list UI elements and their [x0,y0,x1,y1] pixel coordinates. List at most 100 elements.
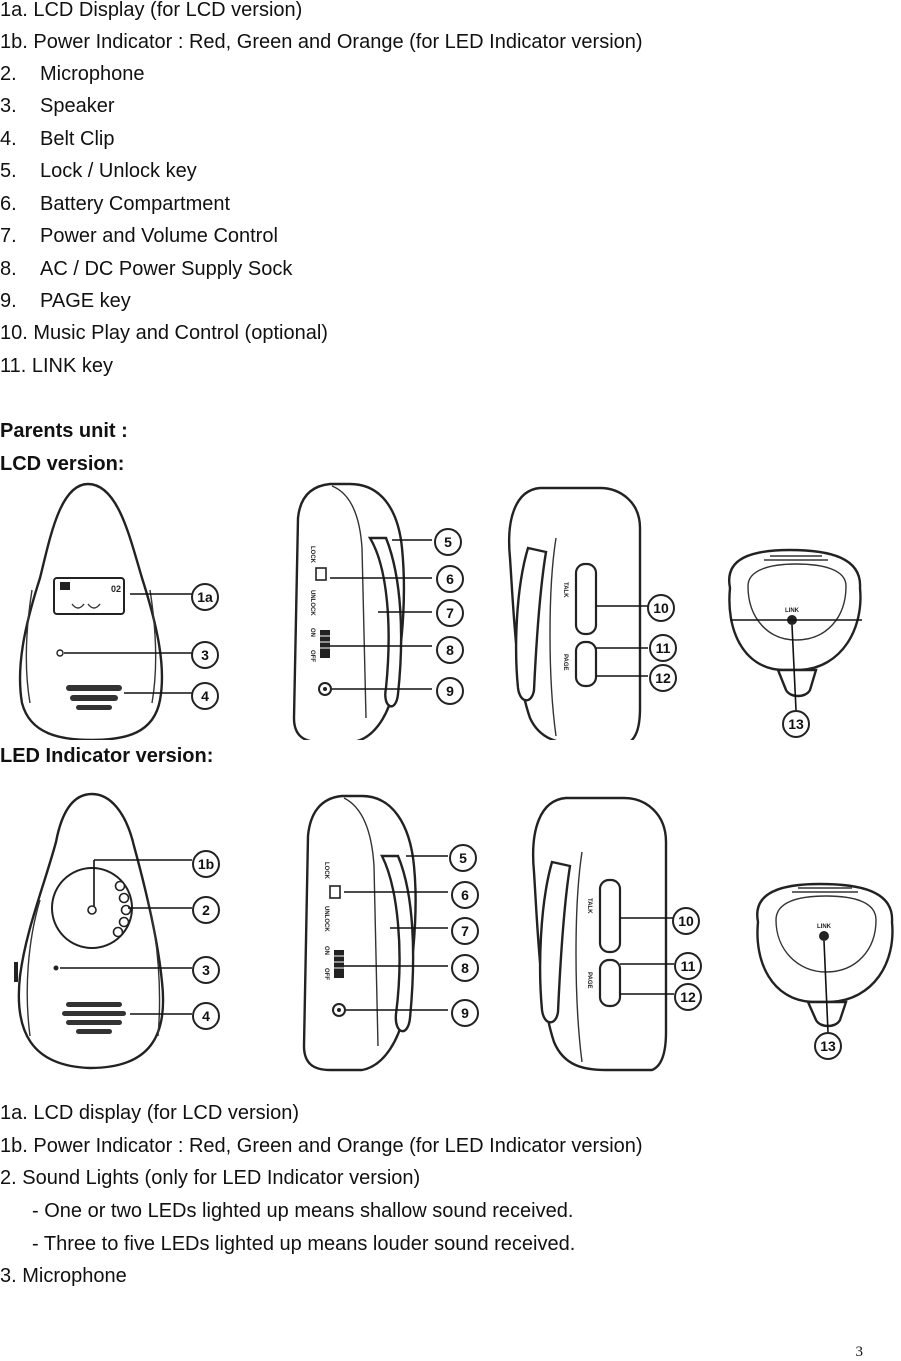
callout-8: 8 [451,954,479,982]
callout-1a: 1a [191,583,219,611]
callout-4: 4 [192,1002,220,1030]
svg-text:8: 8 [461,960,469,976]
svg-text:12: 12 [655,670,671,686]
lcd-top-view: LINK [728,548,862,698]
list-item: 4.Belt Clip [0,128,115,150]
list-item: 3.Speaker [0,95,115,117]
svg-text:ON: ON [323,946,329,955]
svg-text:LINK: LINK [785,608,800,614]
list-item: 1b. Power Indicator : Red, Green and Ora… [0,1135,643,1157]
page-key [598,958,622,1008]
list-item: 1a. LCD Display (for LCD version) [0,0,303,21]
svg-text:7: 7 [461,923,469,939]
list-item: 11. LINK key [0,355,114,377]
svg-text:TALK: TALK [562,582,568,598]
callout-5: 5 [449,844,477,872]
svg-text:OFF: OFF [323,968,329,980]
lcd-signal-icon [60,582,70,590]
callout-10: 10 [647,594,675,622]
list-item: 7.Power and Volume Control [0,225,278,247]
lcd-version-figure: 02 1a 3 4 LOCK UNLOCK ON OFF 5 6 [0,478,901,740]
svg-text:10: 10 [653,600,669,616]
callout-6: 6 [451,881,479,909]
svg-text:3: 3 [201,647,209,663]
callout-9: 9 [451,999,479,1027]
svg-text:13: 13 [820,1038,836,1054]
list-item: 1b. Power Indicator : Red, Green and Ora… [0,31,643,53]
callout-4: 4 [191,682,219,710]
callout-7: 7 [436,599,464,627]
led-version-figure: 1b 2 3 4 LOCK UNLOCK ON OFF 5 6 7 8 9 T [0,790,901,1076]
callout-8: 8 [436,636,464,664]
svg-text:LINK: LINK [817,924,832,930]
svg-text:12: 12 [680,989,696,1005]
svg-text:TALK: TALK [586,898,592,914]
svg-text:13: 13 [788,716,804,732]
svg-text:10: 10 [678,913,694,929]
talk-key [574,562,598,636]
lcd-side-view-right: TALK PAGE [508,486,642,740]
svg-text:6: 6 [461,887,469,903]
svg-text:ON: ON [309,628,315,637]
callout-9: 9 [436,677,464,705]
list-item: 2. Sound Lights (only for LED Indicator … [0,1167,421,1189]
speaker-grille [62,1002,126,1034]
page-number: 3 [855,1344,864,1360]
svg-text:6: 6 [446,571,454,587]
svg-text:LOCK: LOCK [309,546,315,564]
list-item: 1a. LCD display (for LCD version) [0,1102,299,1124]
svg-text:5: 5 [444,534,452,550]
list-item: 5.Lock / Unlock key [0,160,197,182]
svg-text:UNLOCK: UNLOCK [323,906,329,932]
page-key [574,640,598,688]
svg-text:7: 7 [446,605,454,621]
callout-12: 12 [649,664,677,692]
callout-11: 11 [674,952,702,980]
led-side-view-right: TALK PAGE [532,796,668,1072]
svg-text:PAGE: PAGE [562,654,568,671]
volume-control [320,630,330,658]
section-heading-parents-unit: Parents unit : [0,420,128,442]
callout-13: 13 [782,710,810,738]
talk-key [598,878,622,954]
list-item: 10. Music Play and Control (optional) [0,322,328,344]
list-item: 6.Battery Compartment [0,193,231,215]
callout-5: 5 [434,528,462,556]
list-item: - One or two LEDs lighted up means shall… [32,1200,574,1222]
callout-13: 13 [814,1032,842,1060]
volume-control [334,950,344,978]
svg-text:11: 11 [656,640,671,656]
list-item: 9.PAGE key [0,290,131,312]
callout-3: 3 [191,641,219,669]
callout-10: 10 [672,907,700,935]
svg-text:9: 9 [461,1005,469,1021]
callout-12: 12 [674,983,702,1011]
lcd-screen-reading: 02 [111,584,121,594]
callout-1b: 1b [192,850,220,878]
svg-text:1b: 1b [198,856,214,872]
led-front-view [14,792,165,1070]
svg-text:LOCK: LOCK [323,862,329,880]
svg-text:9: 9 [446,683,454,699]
svg-text:UNLOCK: UNLOCK [309,590,315,616]
callout-2: 2 [192,896,220,924]
callout-6: 6 [436,565,464,593]
callout-7: 7 [451,917,479,945]
list-item: 3. Microphone [0,1265,127,1287]
svg-text:PAGE: PAGE [586,972,592,989]
lcd-side-view-left: LOCK UNLOCK ON OFF [292,482,406,740]
speaker-grille [66,685,122,710]
svg-text:OFF: OFF [309,650,315,662]
svg-text:1a: 1a [197,589,213,605]
svg-text:5: 5 [459,850,467,866]
power-indicator-led [87,905,97,915]
svg-text:8: 8 [446,642,454,658]
microphone-hole [53,965,59,971]
section-heading-lcd-version: LCD version: [0,453,125,475]
svg-text:3: 3 [202,962,210,978]
list-item: 2.Microphone [0,63,145,85]
microphone-hole [56,649,64,657]
svg-text:4: 4 [202,1008,210,1024]
section-heading-led-version: LED Indicator version: [0,744,218,768]
callout-11: 11 [649,634,677,662]
